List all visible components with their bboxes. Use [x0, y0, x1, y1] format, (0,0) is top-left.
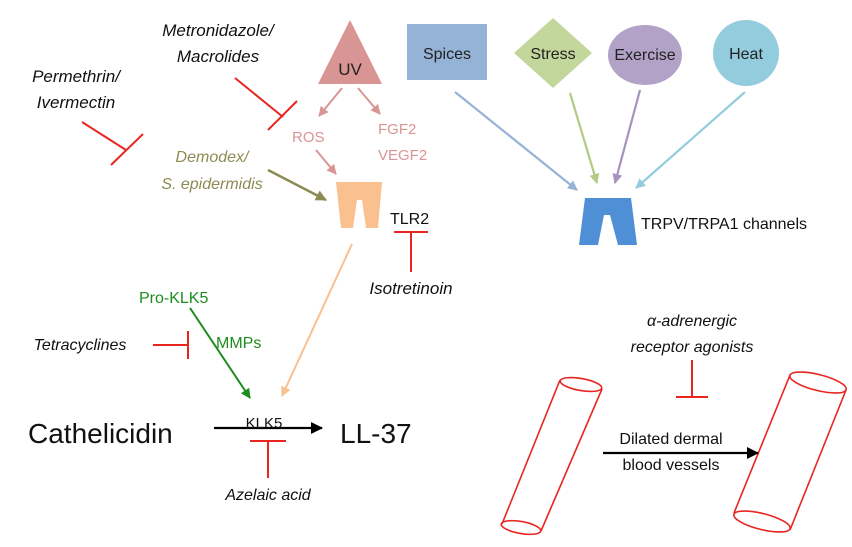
metronidazole-label: Metronidazole/ — [162, 21, 276, 40]
stress-label: Stress — [530, 46, 575, 63]
dilated-vessel-cylinder — [732, 371, 848, 533]
spices-label: Spices — [423, 46, 471, 63]
demodex-label: Demodex/ — [176, 149, 250, 166]
exercise-ellipse — [608, 25, 682, 85]
ivermectin-label: Ivermectin — [37, 93, 115, 112]
ll37-label: LL-37 — [340, 418, 412, 449]
pro-klk5-label: Pro-KLK5 — [139, 290, 208, 307]
uv-triangle — [318, 20, 382, 84]
azelaic-label: Azelaic acid — [224, 487, 311, 504]
permethrin-inhibitor-line — [81, 121, 127, 151]
tlr2-to-klk5-arrow — [281, 243, 353, 397]
uv-to-ros-arrow — [318, 87, 343, 117]
pro-klk5-to-klk5-arrow — [189, 307, 251, 399]
exercise-to-trpv-arrow — [612, 89, 642, 184]
receptor-agonists-label: receptor agonists — [631, 339, 754, 356]
permethrin-label: Permethrin/ — [32, 67, 122, 86]
ros-to-tlr2-arrow — [315, 149, 337, 175]
trpv-channel-shape — [579, 198, 637, 245]
spices-box — [407, 24, 487, 80]
macrolides-label: Macrolides — [177, 47, 260, 66]
uv-label: UV — [338, 60, 362, 79]
heat-label: Heat — [729, 46, 763, 63]
permethrin-inhibitor-bar — [110, 133, 144, 166]
fgf2-label: FGF2 — [378, 121, 416, 138]
tlr2-receptor-shape — [336, 182, 382, 228]
stress-diamond — [514, 18, 592, 88]
blood-vessels-label: blood vessels — [623, 457, 720, 474]
demodex-to-tlr2-arrow — [267, 168, 327, 202]
spices-to-trpv-arrow — [454, 91, 578, 191]
exercise-label: Exercise — [614, 47, 675, 64]
ros-label: ROS — [292, 129, 325, 146]
stress-to-trpv-arrow — [568, 92, 600, 184]
isotretinoin-label: Isotretinoin — [369, 279, 452, 298]
tlr2-label: TLR2 — [390, 211, 429, 228]
uv-to-fgf2-arrow — [357, 87, 381, 115]
heat-to-trpv-arrow — [635, 91, 746, 189]
klk5-label: KLK5 — [246, 415, 283, 432]
mmps-label: MMPs — [216, 335, 261, 352]
vegf2-label: VEGF2 — [378, 147, 427, 164]
metronidazole-inhibitor-line — [234, 77, 284, 118]
constricted-vessel-cylinder — [500, 376, 603, 536]
dilated-dermal-label: Dilated dermal — [619, 431, 722, 448]
cathelicidin-label: Cathelicidin — [28, 418, 173, 449]
alpha-adrenergic-label: α-adrenergic — [647, 313, 737, 330]
trpv-label: TRPV/TRPA1 channels — [641, 216, 807, 233]
heat-circle — [713, 20, 779, 86]
s-epidermidis-label: S. epidermidis — [161, 176, 262, 193]
metronidazole-inhibitor-bar — [267, 100, 298, 131]
tetracyclines-label: Tetracyclines — [34, 337, 127, 354]
